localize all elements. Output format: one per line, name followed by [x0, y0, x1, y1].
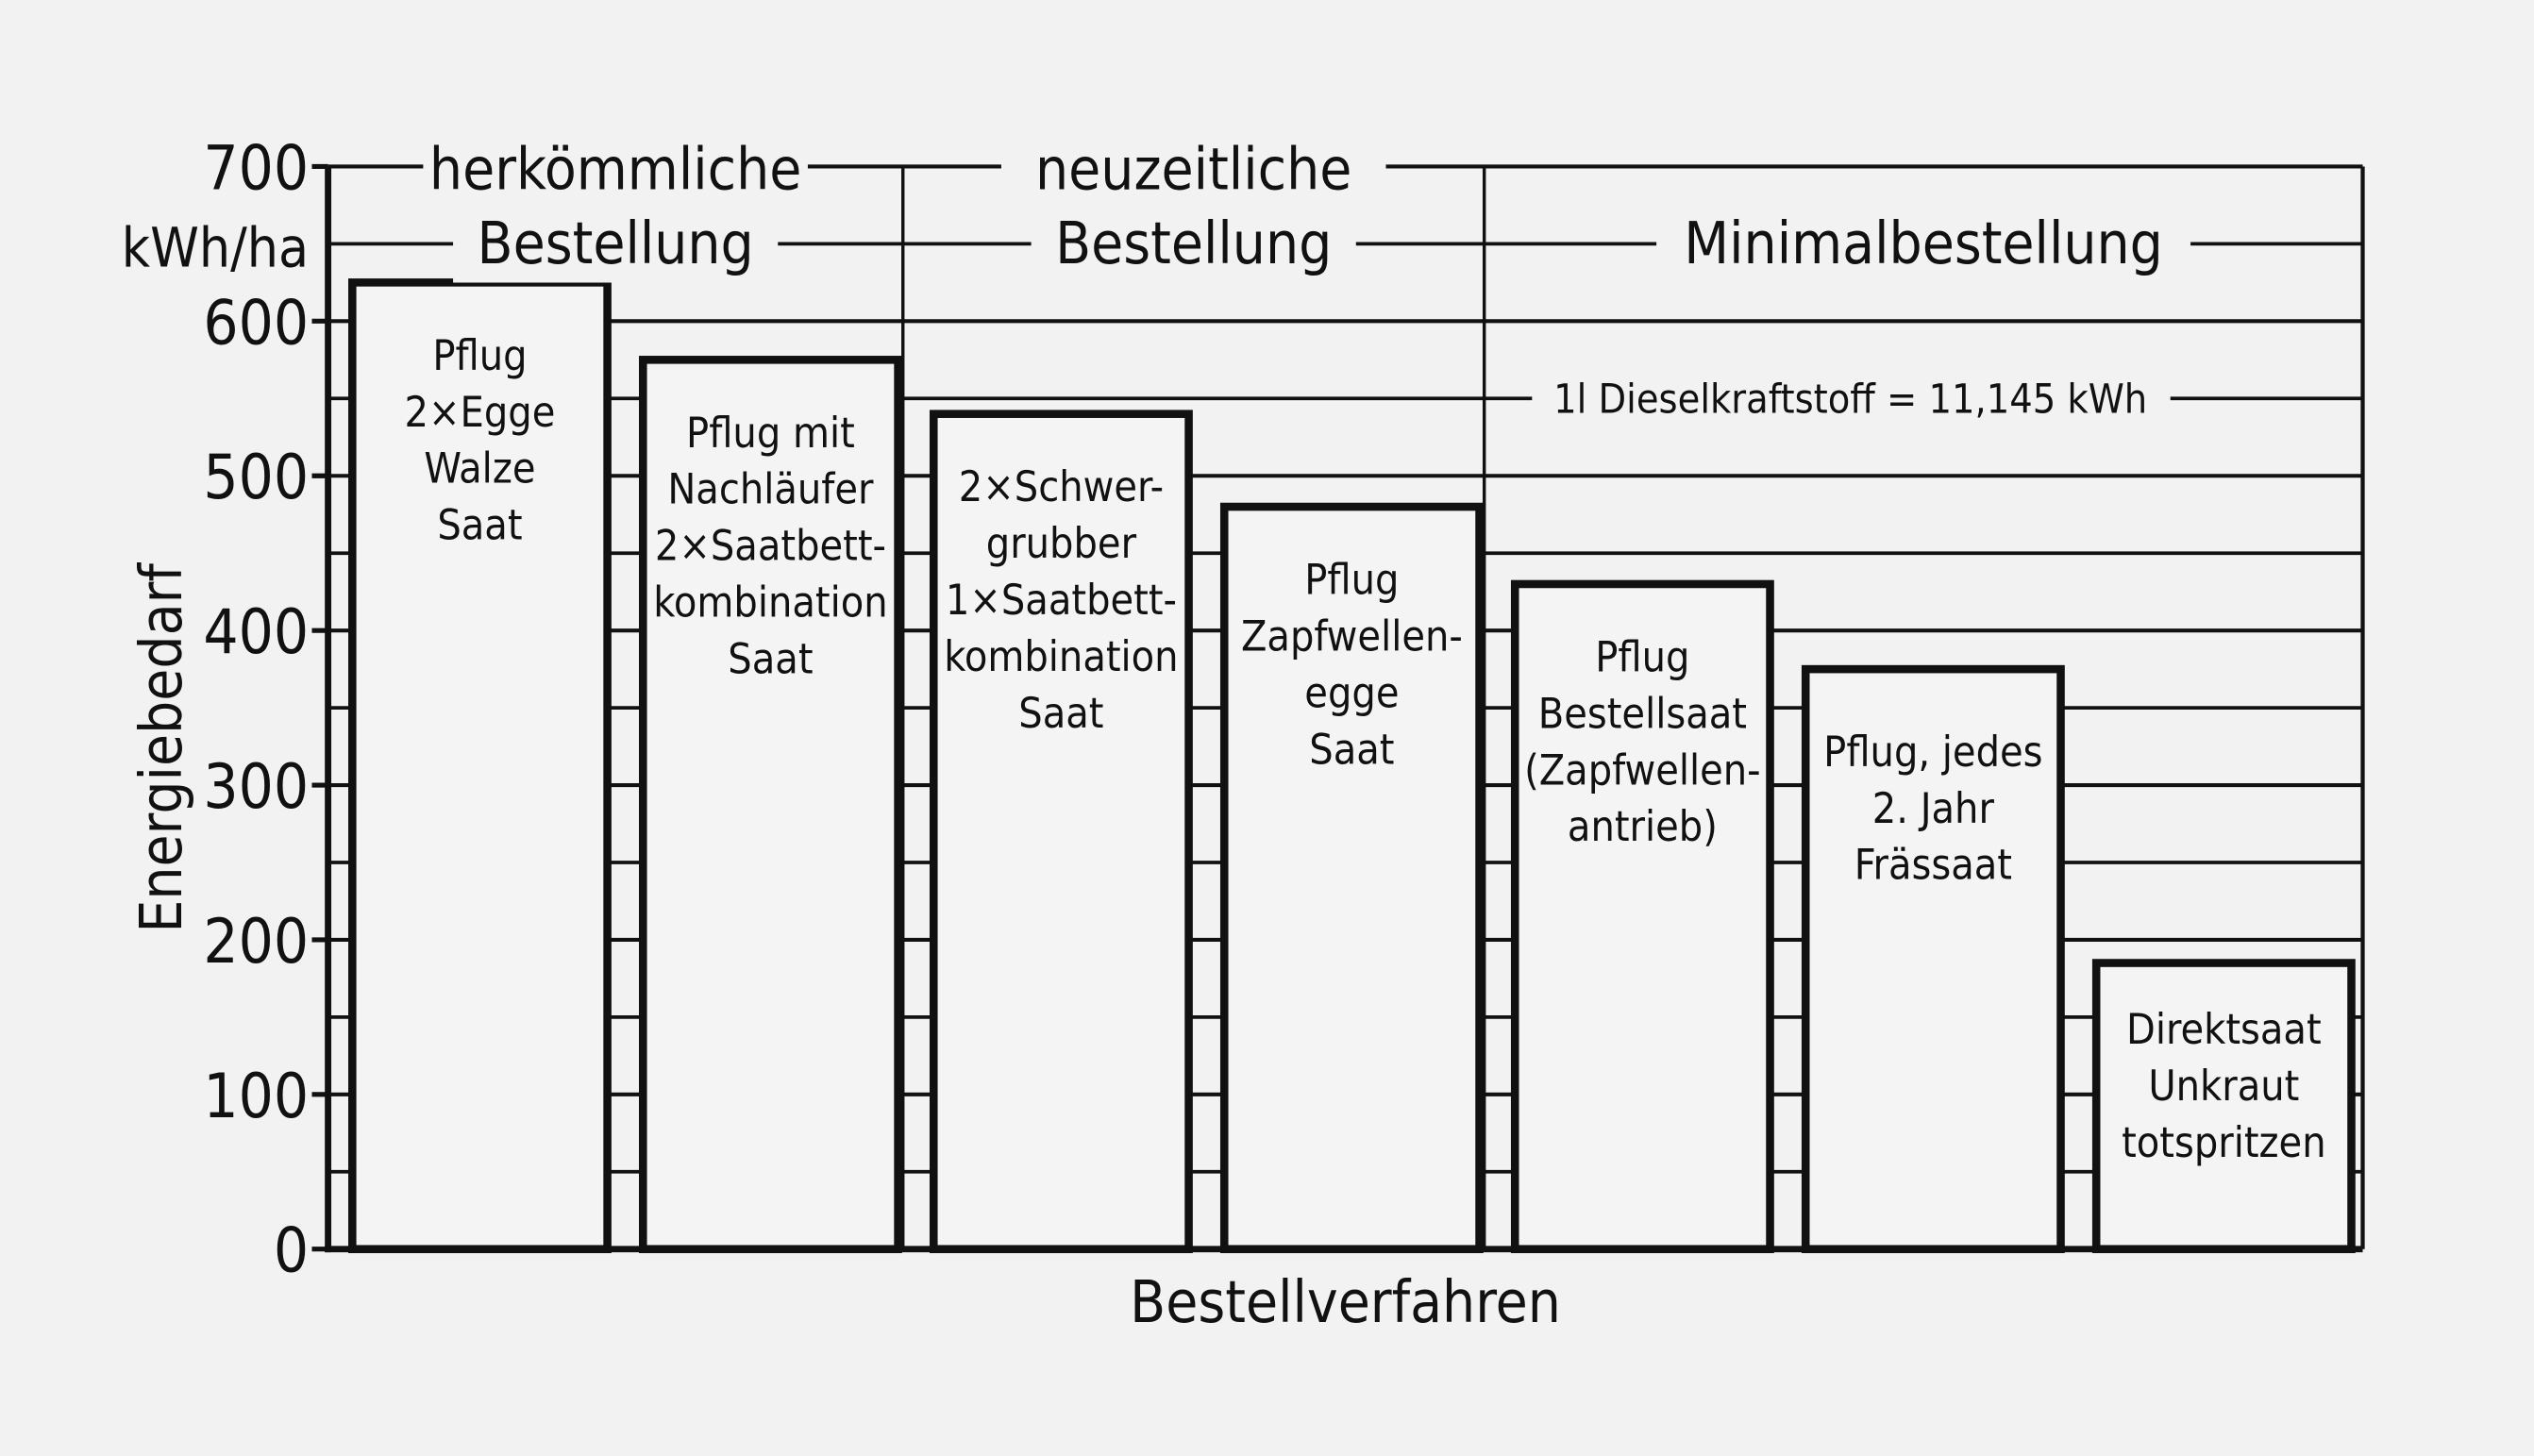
bar-label: 2×Saatbett- — [655, 523, 886, 571]
bar-label: antrieb) — [1568, 803, 1718, 851]
bar-label: Bestellsaat — [1538, 690, 1747, 738]
bar-label: 2. Jahr — [1872, 785, 1995, 833]
bar-label: Pflug — [432, 332, 527, 380]
bar-label: Pflug — [1595, 633, 1689, 681]
annotation-bg — [1532, 369, 2171, 428]
y-tick-label: 0 — [274, 1216, 309, 1287]
bar-label: Pflug — [1304, 556, 1399, 604]
bar-label: grubber — [986, 520, 1137, 568]
bar-label: Pflug mit — [686, 410, 855, 458]
group-header-bg — [1656, 205, 2191, 283]
axes — [311, 163, 2363, 1253]
bar-3 — [929, 410, 1193, 1254]
y-axis-title: Energiebedarf — [127, 562, 195, 933]
bar-label: Saat — [1018, 690, 1103, 738]
diesel-annotation: 1l Dieselkraftstoff = 11,145 kWh — [1553, 377, 2147, 424]
y-tick-label: 700 — [203, 133, 309, 204]
bar-label: Direktsaat — [2126, 1006, 2322, 1054]
bar-label: Nachläufer — [667, 466, 874, 514]
bar-label: Pflug, jedes — [1823, 728, 2042, 777]
y-tick-label: 600 — [203, 288, 309, 359]
group-header-bg — [1000, 130, 1386, 209]
bar-1 — [348, 278, 612, 1254]
bar-label: Saat — [437, 502, 522, 550]
bar-label: 1×Saatbett- — [946, 577, 1177, 625]
group-header-1: herkömmliche — [429, 135, 801, 203]
bar-label: Frässaat — [1854, 842, 2012, 890]
bars — [348, 278, 2356, 1254]
bar-label: Unkraut — [2148, 1063, 2299, 1111]
bar-label: kombination — [944, 633, 1178, 681]
bar-2 — [638, 356, 902, 1254]
bar-4 — [1219, 502, 1484, 1254]
bar-label: 2×Egge — [405, 389, 556, 437]
y-unit-label: kWh/ha — [122, 215, 309, 279]
bar-label: egge — [1304, 669, 1399, 717]
bar-7 — [2091, 959, 2356, 1254]
group-header-2: neuzeitliche — [1035, 135, 1351, 203]
bar-5 — [1510, 579, 1774, 1254]
group-header-3: Minimalbestellung — [1684, 209, 2163, 277]
group-header-bg — [453, 205, 779, 283]
y-tick-label: 500 — [203, 443, 309, 513]
bar-label: totspritzen — [2122, 1119, 2326, 1167]
bar-label: Saat — [728, 636, 813, 684]
bar-6 — [1801, 664, 2065, 1254]
x-axis-title: Bestellverfahren — [1130, 1268, 1561, 1336]
bar-label: 2×Schwer- — [959, 463, 1164, 511]
group-header-bg — [1031, 205, 1356, 283]
bar-label: kombination — [653, 579, 887, 628]
group-header-1: Bestellung — [478, 209, 754, 277]
y-tick-label: 200 — [203, 907, 309, 978]
y-tick-label: 100 — [203, 1062, 309, 1132]
bar-label: (Zapfwellen- — [1524, 746, 1760, 795]
bar-label: Walze — [424, 445, 535, 494]
group-header-2: Bestellung — [1055, 209, 1332, 277]
labels: 1l Dieselkraftstoff = 11,145 kWhPflug2×E… — [122, 130, 2326, 1336]
group-header-bg — [423, 130, 808, 209]
y-tick-label: 400 — [203, 597, 309, 668]
bar-label: Zapfwellen- — [1241, 612, 1463, 661]
y-tick-label: 300 — [203, 752, 309, 823]
bar-label: Saat — [1309, 726, 1394, 774]
